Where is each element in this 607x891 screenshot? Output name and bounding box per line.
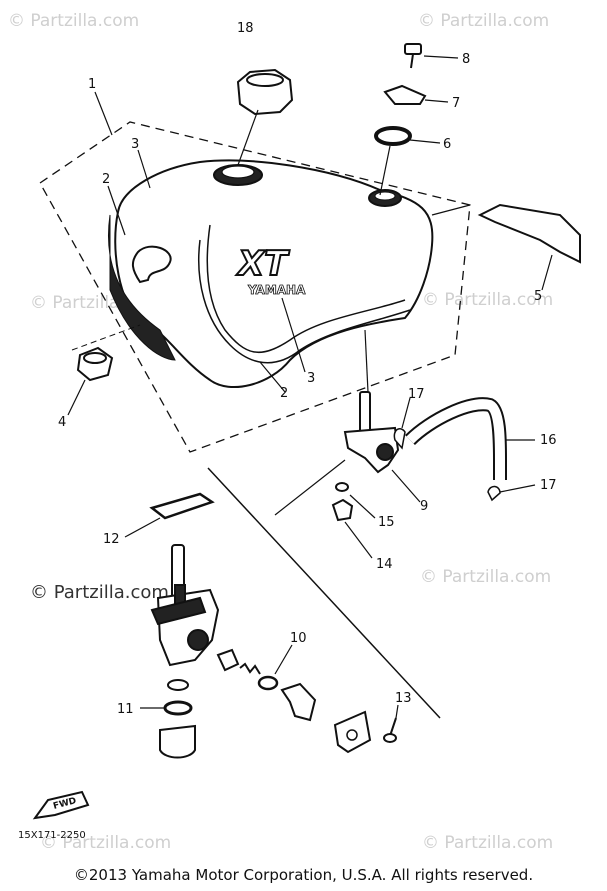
- fuel-cap: [236, 68, 294, 116]
- filter-cup: [159, 724, 196, 759]
- callout-16: 16: [540, 433, 557, 448]
- callout-9: 9: [420, 499, 428, 514]
- callout-17: 17: [408, 387, 425, 402]
- callout-2: 2: [102, 172, 110, 187]
- watermark: © Partzilla.com: [422, 290, 553, 310]
- callout-7: 7: [452, 96, 460, 111]
- fuel-cock: [343, 391, 400, 474]
- callout-11: 11: [117, 702, 134, 717]
- forward-arrow-icon: FWD: [32, 790, 90, 820]
- tank-model-logo: XT: [236, 244, 290, 284]
- screw: [383, 717, 397, 743]
- tank-assembly-outline: [39, 121, 471, 453]
- lever-knob: [216, 648, 240, 672]
- callout-4: 4: [58, 415, 66, 430]
- callout-18: 18: [237, 21, 254, 36]
- watermark: © Partzilla.com: [30, 582, 169, 603]
- hose-clip: [393, 428, 406, 450]
- watermark: © Partzilla.com: [418, 11, 549, 31]
- watermark: © Partzilla.com: [8, 11, 139, 31]
- callout-1: 1: [88, 77, 96, 92]
- callout-2: 2: [280, 386, 288, 401]
- gasket-ring: [374, 126, 412, 146]
- mounting-bracket: [477, 203, 581, 264]
- tank-logo: XT YAMAHA: [235, 243, 306, 297]
- nut: [331, 498, 354, 522]
- callout-labels: 1 2 2 3 3 4 5 6 7 8 9 10 11 12 13 14 15 …: [58, 21, 557, 717]
- o-ring: [167, 679, 189, 691]
- plate: [383, 84, 427, 105]
- drawing-code: 15X171-2250: [18, 830, 86, 841]
- callout-13: 13: [395, 691, 412, 706]
- callout-3: 3: [307, 371, 315, 386]
- spring: [239, 662, 261, 675]
- watermark: © Partzilla.com: [422, 833, 553, 853]
- hose-clip: [487, 485, 501, 502]
- washer: [335, 482, 349, 492]
- callout-17: 17: [540, 478, 557, 493]
- callout-8: 8: [462, 52, 470, 67]
- callout-10: 10: [290, 631, 307, 646]
- bolt: [404, 43, 422, 69]
- callout-6: 6: [443, 137, 451, 152]
- copyright-footer: ©2013 Yamaha Motor Corporation, U.S.A. A…: [73, 866, 534, 884]
- watermark: © Partzilla.com: [420, 567, 551, 587]
- fuel-cock-exploded: [150, 544, 220, 667]
- watermark-layer: © Partzilla.com © Partzilla.com © Partzi…: [8, 11, 553, 853]
- o-ring: [163, 700, 193, 716]
- callout-5: 5: [534, 289, 542, 304]
- callout-3: 3: [131, 137, 139, 152]
- callout-15: 15: [378, 515, 395, 530]
- lever: [280, 682, 317, 722]
- gasket-plate: [149, 492, 215, 520]
- callout-12: 12: [103, 532, 120, 547]
- o-ring: [257, 675, 279, 691]
- callout-14: 14: [376, 557, 393, 572]
- rubber-damper: [76, 346, 114, 382]
- tank-brand-logo: YAMAHA: [247, 283, 306, 297]
- watermark: © Partzilla.com: [40, 833, 171, 853]
